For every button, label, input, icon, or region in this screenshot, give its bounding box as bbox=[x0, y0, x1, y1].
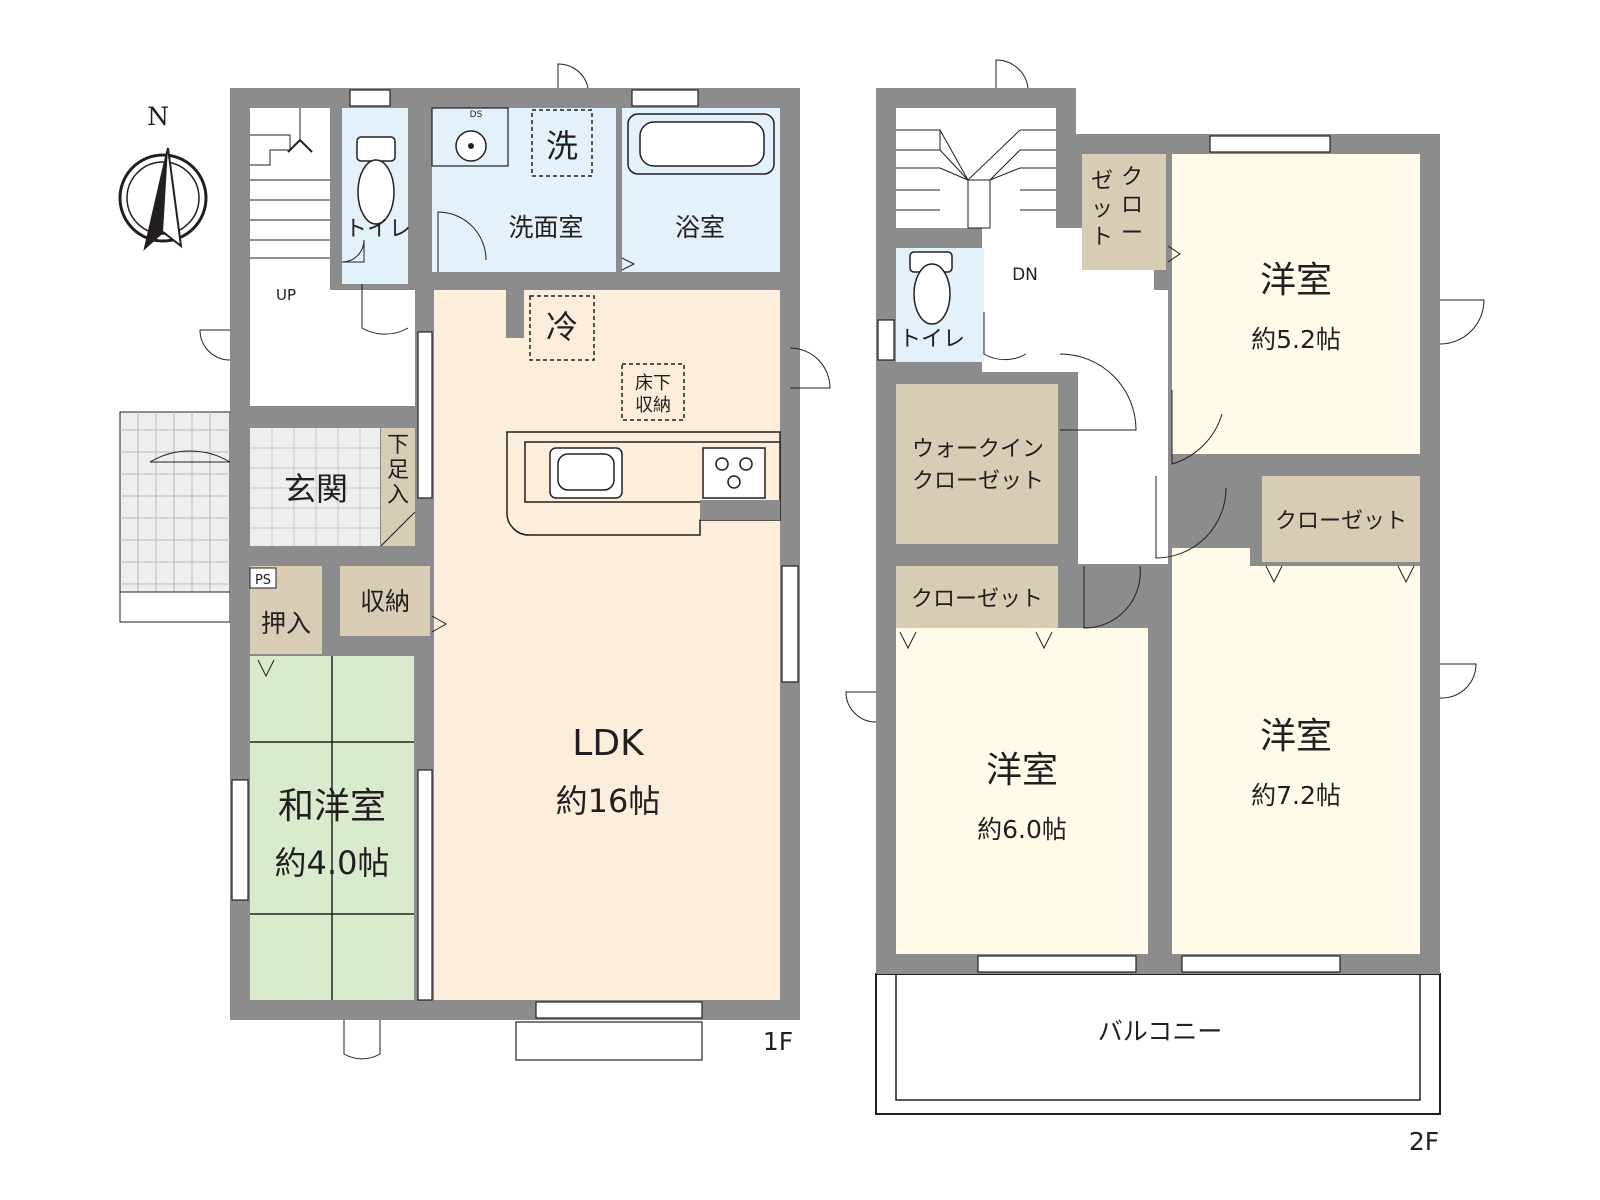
washer-space bbox=[531, 109, 593, 177]
hall-1f bbox=[250, 290, 415, 406]
ldk-size: 約16帖 bbox=[556, 782, 661, 820]
storage-1f bbox=[340, 566, 430, 636]
oshiire-label: 押入 bbox=[261, 609, 311, 638]
washer-label: 洗 bbox=[546, 127, 578, 165]
underfloor-storage-label-2: 収納 bbox=[635, 395, 671, 416]
stairs-1f bbox=[250, 108, 330, 259]
entrance-label: 玄関 bbox=[284, 470, 348, 508]
stairs-up-label: UP bbox=[276, 286, 296, 304]
toilet-fixture-1f bbox=[356, 136, 396, 225]
shoe-box bbox=[381, 428, 415, 546]
room-sw-name: 洋室 bbox=[986, 750, 1058, 791]
room-se bbox=[1172, 548, 1420, 954]
floor-1: UP トイレ DS 洗 洗面室 浴室 冷 床下 収納 bbox=[119, 63, 831, 1061]
compass-north-label: N bbox=[147, 102, 169, 131]
bathroom-label: 浴室 bbox=[675, 213, 725, 242]
shoe-box-label-2: 足 bbox=[387, 458, 409, 483]
washroom-label: 洗面室 bbox=[508, 213, 583, 242]
floor2-label: 2F bbox=[1409, 1127, 1439, 1156]
ds-label: DS bbox=[470, 110, 483, 120]
closet-se-label: クローゼット bbox=[1275, 509, 1407, 534]
room-north-size: 約5.2帖 bbox=[1251, 325, 1341, 354]
closet-north-label-b3: ー bbox=[1121, 221, 1143, 246]
room-se-size: 約7.2帖 bbox=[1251, 781, 1341, 810]
closet-north-label-a3: ト bbox=[1091, 225, 1113, 250]
closet-sw-label: クローゼット bbox=[911, 587, 1043, 612]
stairs-dn-label: DN bbox=[1012, 265, 1038, 285]
underfloor-storage bbox=[621, 363, 685, 421]
shoe-box-label-1: 下 bbox=[387, 433, 409, 458]
washitsu-name: 和洋室 bbox=[278, 786, 386, 827]
floor-2: バルコニー DN トイレ ゼ ッ ト ク bbox=[845, 59, 1485, 1156]
floor1-label: 1F bbox=[763, 1027, 793, 1056]
storage-label-1f: 収納 bbox=[360, 587, 410, 616]
fridge-space bbox=[529, 295, 595, 361]
ldk-room bbox=[434, 290, 780, 1000]
closet-north-label-a1: ゼ bbox=[1091, 169, 1113, 194]
ps-box bbox=[249, 567, 277, 589]
toilet-label-1f: トイレ bbox=[345, 217, 411, 242]
hall-2f-b bbox=[1078, 290, 1168, 564]
toilet-label-2f: トイレ bbox=[899, 327, 965, 352]
ldk-name: LDK bbox=[572, 723, 645, 764]
fridge-label: 冷 bbox=[546, 308, 578, 346]
toilet-fixture-2f bbox=[909, 251, 953, 325]
sink-icon bbox=[549, 447, 623, 499]
ps-label: PS bbox=[255, 573, 271, 588]
room-north bbox=[1172, 154, 1420, 454]
closet-north-label-b2: ロ bbox=[1121, 193, 1143, 218]
kitchen-counter bbox=[506, 431, 781, 536]
wic-label-1: ウォークイン bbox=[912, 437, 1044, 462]
closet-north-label-b1: ク bbox=[1121, 165, 1143, 190]
closet-north-label-a2: ッ bbox=[1091, 197, 1113, 222]
room-se-name: 洋室 bbox=[1260, 716, 1332, 757]
balcony-label: バルコニー bbox=[1098, 1017, 1223, 1046]
washitsu-size: 約4.0帖 bbox=[275, 844, 390, 882]
stove-icon bbox=[702, 447, 766, 499]
wic-label-2: クローゼット bbox=[912, 469, 1044, 494]
shoe-box-label-3: 入 bbox=[387, 483, 409, 508]
closet-se bbox=[1262, 476, 1420, 562]
porch-tiles bbox=[119, 411, 231, 613]
closet-sw bbox=[896, 566, 1058, 628]
closet-north bbox=[1082, 154, 1166, 270]
room-sw bbox=[896, 628, 1148, 954]
compass: N bbox=[118, 102, 208, 251]
room-north-name: 洋室 bbox=[1260, 260, 1332, 301]
balcony-area bbox=[875, 973, 1441, 1115]
wic bbox=[896, 384, 1058, 544]
room-sw-size: 約6.0帖 bbox=[977, 815, 1067, 844]
bathtub-icon bbox=[627, 113, 775, 175]
stairs-2f bbox=[896, 129, 1056, 229]
underfloor-storage-label-1: 床下 bbox=[635, 373, 671, 394]
